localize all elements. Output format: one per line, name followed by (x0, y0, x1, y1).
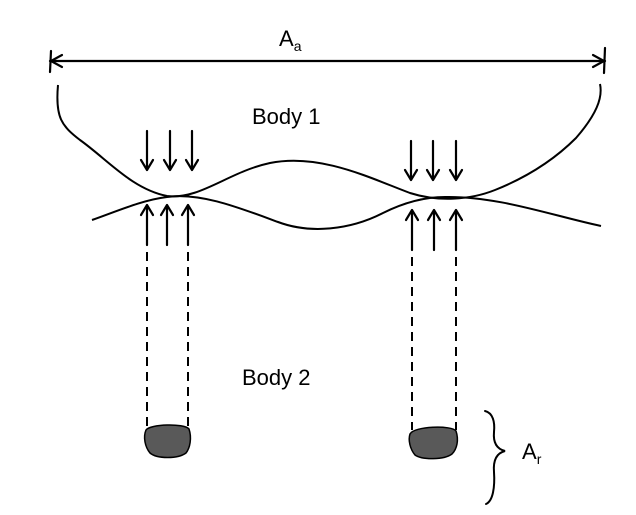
apparent-area-symbol: A (279, 26, 294, 51)
real-area-subscript: r (537, 451, 542, 467)
up-arrow (448, 208, 464, 252)
body-2-surface (91, 195, 602, 230)
up-arrow (404, 208, 420, 252)
down-arrow (139, 129, 155, 172)
apparent-area-label: Aa (279, 26, 302, 54)
real-contact-area-right (408, 426, 459, 460)
dimension-left-arrowhead (48, 53, 64, 69)
up-arrow (159, 203, 175, 247)
projection-lines (146, 252, 457, 430)
real-contact-area-left (143, 424, 192, 459)
down-arrow (425, 139, 441, 182)
down-arrow (162, 129, 178, 172)
down-arrow (184, 129, 200, 172)
dimension-right-arrowhead (591, 53, 607, 69)
body-1-surface (56, 83, 602, 200)
apparent-area-subscript: a (294, 38, 302, 54)
real-area-brace (484, 410, 506, 505)
up-arrow (426, 208, 442, 252)
body-1-label: Body 1 (252, 104, 321, 129)
down-arrow (448, 139, 464, 182)
downward-arrows-left (139, 129, 200, 172)
body-2-label: Body 2 (242, 365, 311, 390)
down-arrow (403, 139, 419, 182)
apparent-area-dimension (48, 46, 607, 75)
upward-arrows-right (404, 208, 464, 252)
up-arrow (180, 203, 196, 247)
upward-arrows-left (139, 203, 196, 247)
real-area-symbol: A (522, 439, 537, 464)
up-arrow (139, 203, 155, 247)
downward-arrows-right (403, 139, 464, 182)
real-area-label: Ar (522, 439, 542, 467)
